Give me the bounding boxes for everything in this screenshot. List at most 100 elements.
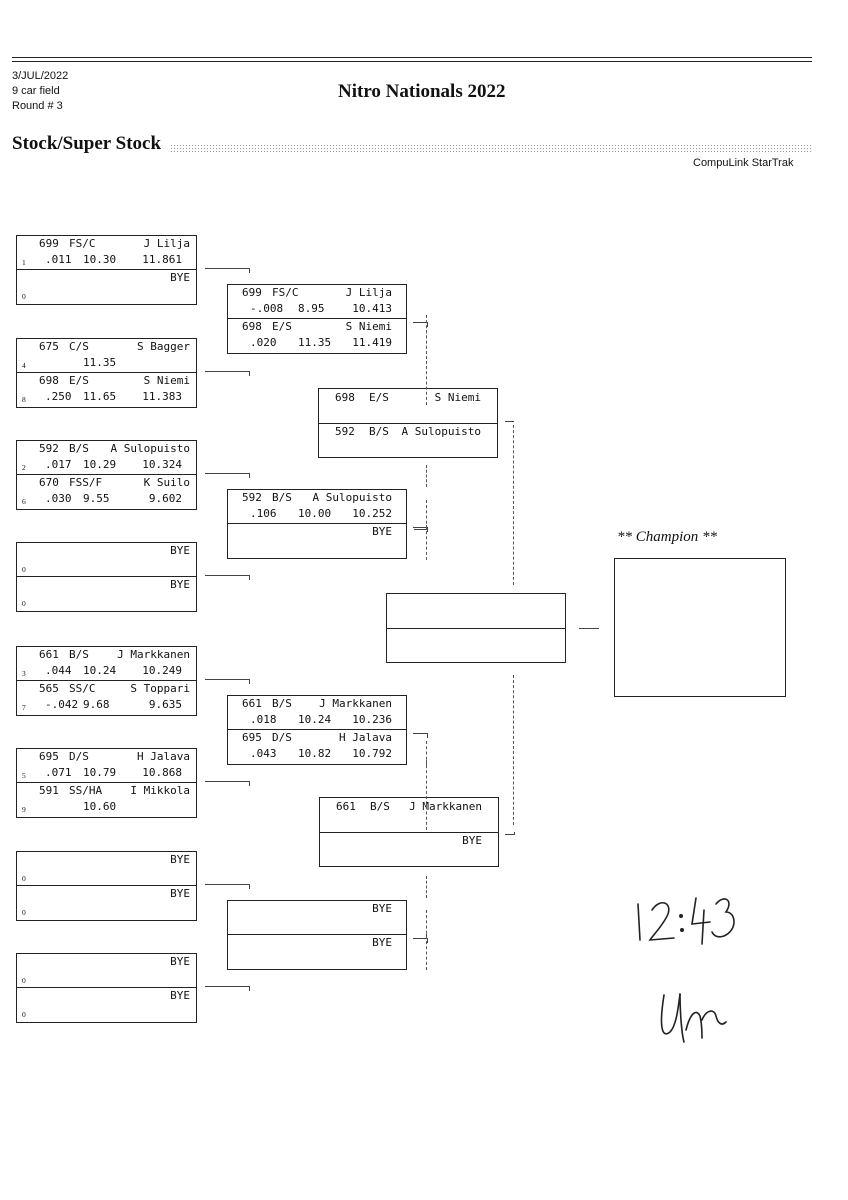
bracket-connector <box>413 322 428 327</box>
seed-number: 0 <box>22 874 26 883</box>
dial-in: 9.68 <box>83 698 110 711</box>
elapsed-time: 10.868 <box>142 766 182 779</box>
reaction-time: .017 <box>45 458 72 471</box>
racer-name: A Sulopuisto <box>312 491 392 504</box>
seed-number: 0 <box>22 908 26 917</box>
racer-slot-top: BYE <box>228 901 406 935</box>
champion-label: ** Champion ** <box>617 529 718 545</box>
racer-class: D/S <box>272 731 292 744</box>
racer-car-number: 695 <box>39 750 59 763</box>
round-number: Round # 3 <box>12 100 63 112</box>
match-divider <box>17 987 196 988</box>
dial-in: 9.55 <box>83 492 110 505</box>
dotted-leader <box>170 144 813 153</box>
bracket-dashed-line <box>426 876 427 898</box>
match-divider <box>320 832 498 833</box>
dial-in: 10.60 <box>83 800 117 813</box>
seed-number: 8 <box>22 395 26 404</box>
bracket-connector <box>205 575 250 580</box>
field-size: 9 car field <box>12 85 60 97</box>
seed-number: 1 <box>22 258 26 267</box>
racer-car-number: 661 <box>39 648 59 661</box>
handwritten-notes <box>637 897 735 1043</box>
seed-number: 2 <box>22 463 26 472</box>
reaction-time: .106 <box>250 507 277 520</box>
racer-name: S Niemi <box>345 320 392 333</box>
racer-slot-bottom: BYE 0 <box>17 886 196 920</box>
dial-in: 8.95 <box>298 302 325 315</box>
elapsed-time: 10.792 <box>352 747 392 760</box>
racer-name: I Mikkola <box>130 784 190 797</box>
event-title: Nitro Nationals 2022 <box>338 81 506 102</box>
racer-name: BYE <box>170 887 190 900</box>
dial-in: 10.82 <box>298 747 332 760</box>
handwritten-time <box>637 897 735 945</box>
race-date: 3/JUL/2022 <box>12 70 69 82</box>
bracket-connector <box>205 371 250 376</box>
dial-in: 10.30 <box>83 253 117 266</box>
reaction-time: -.008 <box>250 302 284 315</box>
racer-class: E/S <box>369 391 389 404</box>
racer-name: J Lilja <box>345 286 392 299</box>
seed-number: 4 <box>22 361 26 370</box>
final-match-box <box>386 593 566 663</box>
racer-car-number: 592 <box>335 425 355 438</box>
racer-name: A Sulopuisto <box>110 442 190 455</box>
match-divider <box>228 934 406 935</box>
racer-class: B/S <box>272 697 292 710</box>
bracket-connector <box>505 421 514 426</box>
reaction-time: .011 <box>45 253 72 266</box>
racer-name: H Jalava <box>339 731 392 744</box>
bracket-dashed-line <box>426 910 427 970</box>
match-divider <box>17 782 196 783</box>
racer-car-number: 675 <box>39 340 59 353</box>
elapsed-time: 11.383 <box>142 390 182 403</box>
racer-car-number: 565 <box>39 682 59 695</box>
dial-in: 10.24 <box>83 664 117 677</box>
bracket-dashed-line <box>426 760 427 830</box>
match-divider <box>17 576 196 577</box>
seed-number: 0 <box>22 292 26 301</box>
racer-car-number: 592 <box>39 442 59 455</box>
racer-name: J Lilja <box>143 237 190 250</box>
racer-class: FS/C <box>69 237 96 250</box>
elapsed-time: 10.252 <box>352 507 392 520</box>
elapsed-time: 10.236 <box>352 713 392 726</box>
racer-class: B/S <box>272 491 292 504</box>
bracket-connector <box>205 781 250 786</box>
racer-car-number: 699 <box>242 286 262 299</box>
racer-name: BYE <box>372 525 392 538</box>
racer-car-number: 661 <box>336 800 356 813</box>
racer-class: B/S <box>370 800 390 813</box>
dial-in: 10.00 <box>298 507 332 520</box>
racer-car-number: 698 <box>335 391 355 404</box>
seed-number: 9 <box>22 805 26 814</box>
bracket-connector <box>505 832 515 835</box>
racer-name: S Toppari <box>130 682 190 695</box>
racer-name: A Sulopuisto <box>401 425 481 438</box>
class-title: Stock/Super Stock <box>12 133 164 155</box>
match-divider <box>319 423 497 424</box>
header-meta: 3/JUL/2022 9 car field Round # 3 <box>12 69 68 114</box>
final-connector <box>579 628 599 629</box>
seed-number: 6 <box>22 497 26 506</box>
reaction-time: .030 <box>45 492 72 505</box>
reaction-time: .018 <box>250 713 277 726</box>
